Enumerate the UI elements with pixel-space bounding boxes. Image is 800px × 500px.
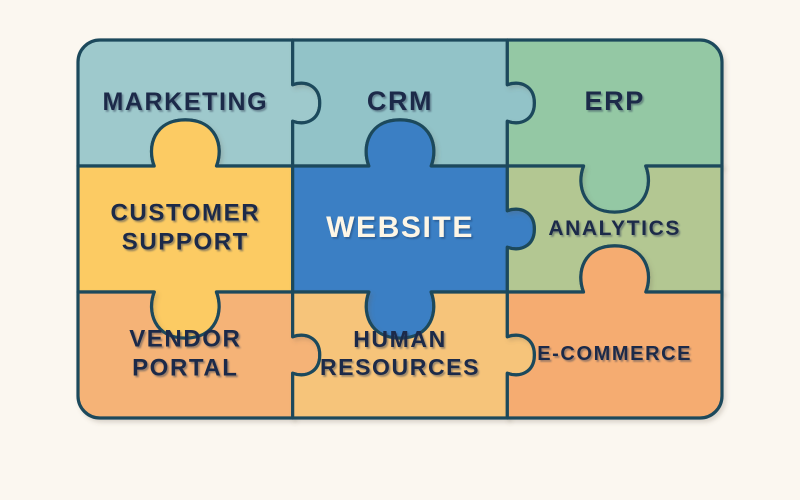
puzzle-pieces-layer	[76, 38, 724, 420]
puzzle-piece-e-commerce[interactable]	[505, 244, 724, 420]
piece-shape-e-commerce[interactable]	[505, 244, 724, 420]
